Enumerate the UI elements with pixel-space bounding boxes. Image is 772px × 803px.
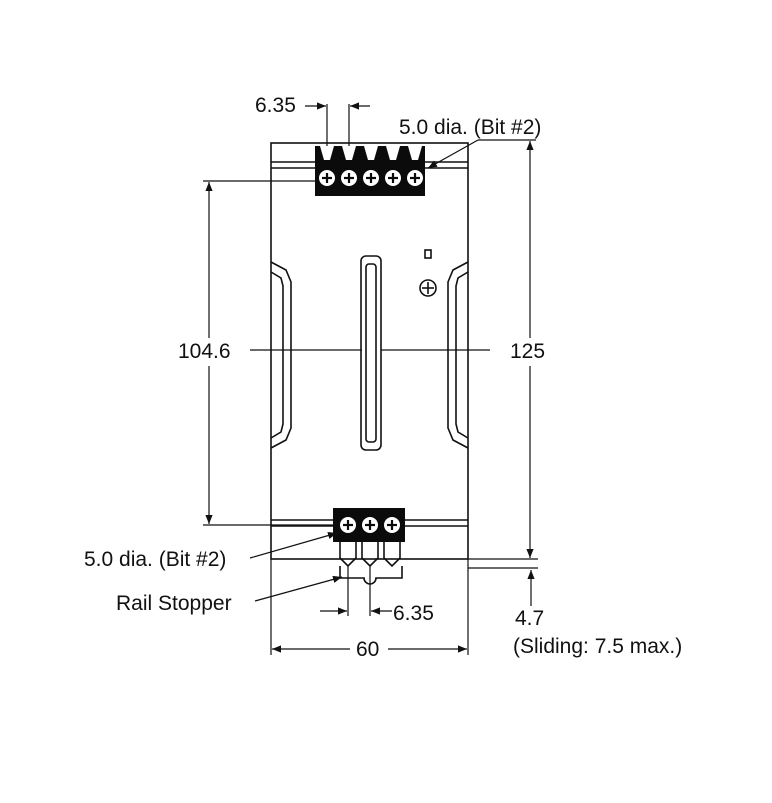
housing-outline bbox=[270, 142, 469, 560]
dimension-labels: 6.35 5.0 dia. (Bit #2) 104.6 125 5.0 dia… bbox=[84, 94, 682, 661]
adjust-pot bbox=[419, 279, 437, 297]
height-total-label: 125 bbox=[510, 340, 545, 363]
bottom-screw-label: 5.0 dia. (Bit #2) bbox=[84, 548, 226, 571]
indicator-led bbox=[424, 249, 432, 259]
width-label: 60 bbox=[356, 638, 379, 661]
right-recess bbox=[447, 261, 469, 449]
height-inner-label: 104.6 bbox=[178, 340, 231, 363]
top-pitch-label: 6.35 bbox=[255, 94, 296, 117]
rail-stopper-label: Rail Stopper bbox=[116, 592, 232, 615]
bottom-terminal-block bbox=[333, 508, 405, 585]
device-housing bbox=[270, 142, 469, 560]
top-terminal-block bbox=[315, 146, 425, 196]
sliding-offset-label: 4.7 bbox=[515, 607, 544, 630]
top-screw-label: 5.0 dia. (Bit #2) bbox=[399, 116, 541, 139]
left-recess bbox=[270, 261, 292, 449]
bottom-pitch-label: 6.35 bbox=[393, 602, 434, 625]
sliding-note-label: (Sliding: 7.5 max.) bbox=[513, 635, 682, 658]
front-slot bbox=[360, 255, 382, 451]
dimension-lines bbox=[203, 102, 538, 655]
rail-stopper bbox=[339, 566, 403, 585]
